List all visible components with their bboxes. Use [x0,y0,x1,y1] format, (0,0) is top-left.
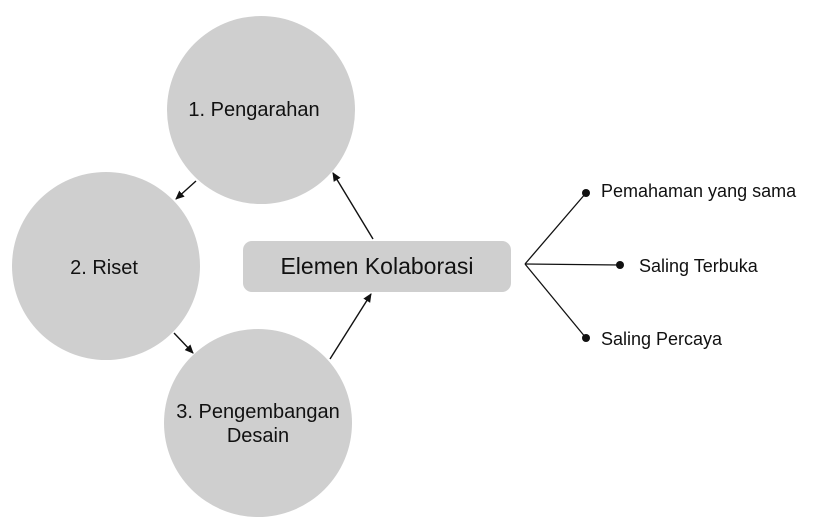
bullet-dot-pemahaman [582,189,590,197]
branch-terbuka [524,263,621,266]
center-box [243,241,511,292]
node-riset-circle [12,172,200,360]
arrow-riset-to-pengembangan [173,332,194,354]
node-pengembangan-label-line1: 3. Pengembangan [176,401,339,423]
branch-percaya [524,263,587,339]
element-pemahaman-label: Pemahaman yang sama [601,181,797,201]
branch-pemahaman [524,192,587,265]
node-riset-label: 2. Riset [70,257,138,279]
node-pengarahan-label: 1. Pengarahan [188,99,319,121]
node-pengembangan-desain-circle [164,329,352,517]
arrow-pengembangan-to-center [329,293,372,360]
arrow-center-to-pengarahan [332,172,374,240]
bullet-dot-terbuka [616,261,624,269]
node-pengembangan-label-line2: Desain [227,425,289,447]
center-label: Elemen Kolaborasi [280,253,473,279]
element-percaya-label: Saling Percaya [601,329,723,349]
arrow-pengarahan-to-riset [175,180,197,200]
element-terbuka-label: Saling Terbuka [639,256,759,276]
node-pengarahan-circle [167,16,355,204]
bullet-dot-percaya [582,334,590,342]
